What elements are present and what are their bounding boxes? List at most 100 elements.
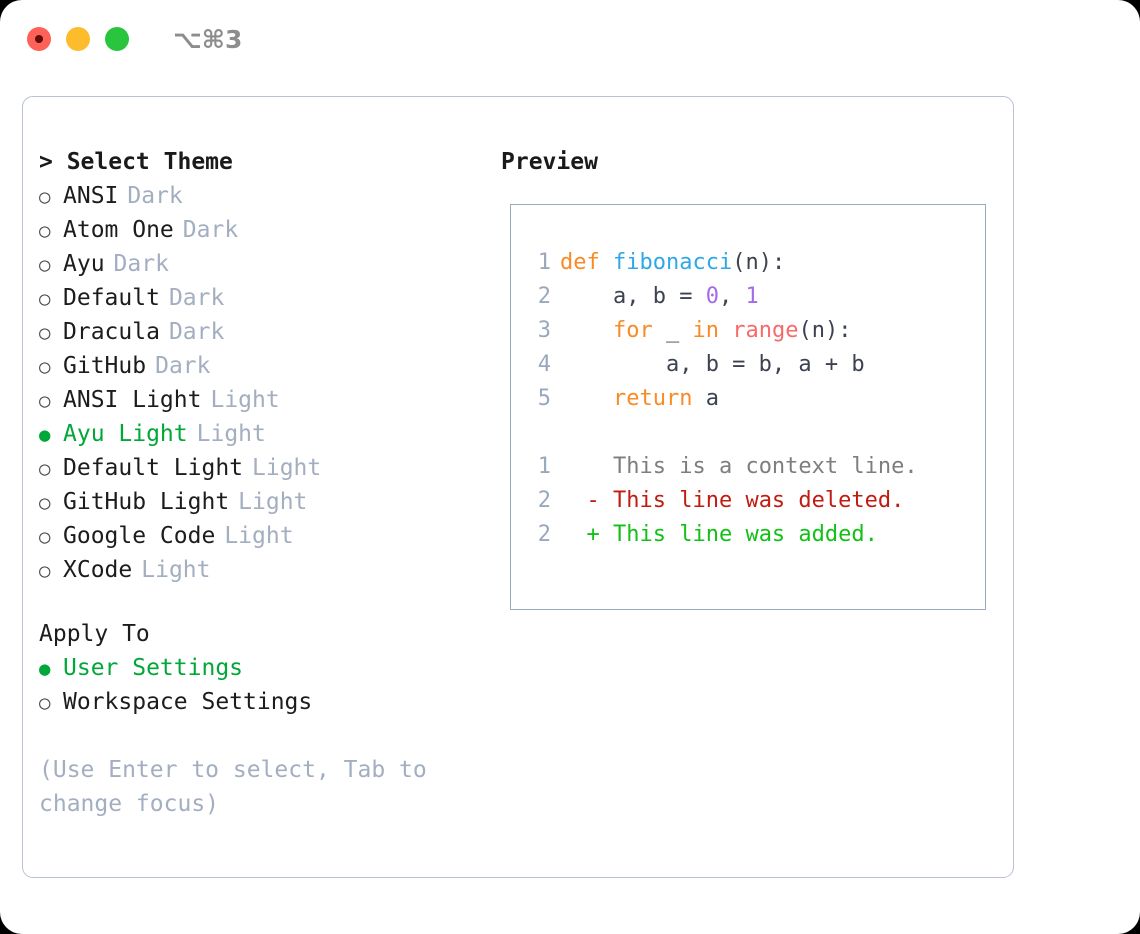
- diff-marker: +: [560, 522, 600, 547]
- theme-option-label: Dracula: [63, 319, 160, 345]
- diff-sample-block: 1 This is a context line.2 - This line w…: [525, 450, 918, 552]
- code-line: 4 a, b = b, a + b: [525, 348, 865, 382]
- theme-variant-tag: Dark: [155, 353, 211, 379]
- line-number: 3: [537, 318, 551, 343]
- code-token: a, b = b, a + b: [560, 352, 865, 377]
- theme-option-label: ANSI: [63, 183, 119, 209]
- line-number: 5: [537, 386, 551, 411]
- diff-line: 2 - This line was deleted.: [525, 484, 918, 518]
- radio-unselected-icon: ○: [39, 458, 51, 480]
- code-token: a: [692, 386, 719, 411]
- theme-option-ansi[interactable]: ○ ANSI Dark: [39, 179, 479, 213]
- diff-text: This line was deleted.: [599, 488, 905, 513]
- section-spacer: [39, 587, 479, 617]
- code-token: def: [560, 250, 613, 275]
- code-line: 5 return a: [525, 382, 865, 416]
- theme-variant-tag: Light: [141, 557, 211, 583]
- apply-to-options-list: ●User Settings○Workspace Settings: [39, 651, 479, 719]
- theme-variant-tag: Light: [196, 421, 266, 447]
- theme-option-default[interactable]: ○ Default Dark: [39, 281, 479, 315]
- code-token: 0: [705, 284, 719, 309]
- apply-to-option-workspace-settings[interactable]: ○Workspace Settings: [39, 685, 479, 719]
- theme-option-dracula[interactable]: ○ Dracula Dark: [39, 315, 479, 349]
- diff-marker: [560, 454, 600, 479]
- theme-option-label: Default: [63, 285, 160, 311]
- diff-marker: -: [560, 488, 600, 513]
- theme-variant-tag: Light: [252, 455, 322, 481]
- theme-option-default-light[interactable]: ○ Default Light Light: [39, 451, 479, 485]
- code-token: (n):: [798, 318, 852, 343]
- minimize-button-icon[interactable]: [66, 27, 90, 51]
- theme-variant-tag: Dark: [182, 217, 239, 243]
- diff-line-number: 2: [537, 522, 551, 547]
- diff-text: This line was added.: [599, 522, 878, 547]
- theme-option-ayu-light[interactable]: ● Ayu Light Light: [39, 417, 479, 451]
- code-token: [560, 386, 613, 411]
- theme-option-label: Atom One: [63, 217, 174, 243]
- radio-unselected-icon: ○: [39, 692, 51, 714]
- theme-option-label: Ayu Light: [63, 421, 188, 447]
- theme-option-label: ANSI Light: [63, 387, 202, 413]
- code-token: range: [732, 318, 799, 343]
- radio-unselected-icon: ○: [39, 526, 51, 548]
- keyboard-shortcut-label: ⌥⌘3: [173, 24, 243, 54]
- keyboard-hint-text: (Use Enter to select, Tab to change focu…: [39, 757, 427, 817]
- theme-option-label: Default Light: [63, 455, 244, 481]
- theme-variant-tag: Dark: [127, 183, 183, 209]
- maximize-button-icon[interactable]: [105, 27, 129, 51]
- code-line: 1 def fibonacci(n):: [525, 246, 865, 280]
- radio-unselected-icon: ○: [39, 492, 51, 514]
- theme-option-label: Ayu: [63, 251, 105, 277]
- theme-variant-tag: Light: [224, 523, 294, 549]
- code-token: return: [612, 386, 693, 411]
- radio-unselected-icon: ○: [39, 254, 51, 276]
- code-token: ,: [718, 284, 746, 309]
- theme-option-label: XCode: [63, 557, 133, 583]
- close-button-icon[interactable]: [27, 27, 51, 51]
- radio-unselected-icon: ○: [39, 356, 51, 378]
- theme-variant-tag: Dark: [168, 319, 225, 345]
- diff-text: This is a context line.: [599, 454, 918, 479]
- code-token: _: [652, 318, 693, 343]
- select-theme-heading: > Select Theme: [39, 149, 233, 175]
- theme-option-label: GitHub: [63, 353, 147, 379]
- apply-to-option-user-settings[interactable]: ●User Settings: [39, 651, 479, 685]
- code-token: fibonacci: [612, 250, 733, 275]
- code-token: 1: [745, 284, 759, 309]
- diff-line-number: 2: [537, 488, 551, 513]
- theme-option-label: GitHub Light: [63, 489, 230, 515]
- line-number: 1: [537, 250, 551, 275]
- radio-unselected-icon: ○: [39, 186, 51, 208]
- diff-line: 1 This is a context line.: [525, 450, 918, 484]
- line-number: 2: [537, 284, 551, 309]
- traffic-lights: [27, 27, 129, 51]
- theme-option-github[interactable]: ○ GitHub Dark: [39, 349, 479, 383]
- code-token: for: [612, 318, 653, 343]
- radio-selected-icon: ●: [39, 424, 51, 446]
- line-number: 4: [537, 352, 551, 377]
- code-line: 3 for _ in range(n):: [525, 314, 865, 348]
- theme-variant-tag: Light: [210, 387, 280, 413]
- code-token: (n):: [732, 250, 786, 275]
- theme-variant-tag: Dark: [168, 285, 225, 311]
- diff-line-number: 1: [537, 454, 551, 479]
- radio-unselected-icon: ○: [39, 322, 51, 344]
- code-token: a, b =: [560, 284, 706, 309]
- window-titlebar: ⌥⌘3: [0, 0, 1140, 78]
- preview-heading: Preview: [501, 149, 598, 175]
- radio-unselected-icon: ○: [39, 288, 51, 310]
- code-token: [560, 318, 613, 343]
